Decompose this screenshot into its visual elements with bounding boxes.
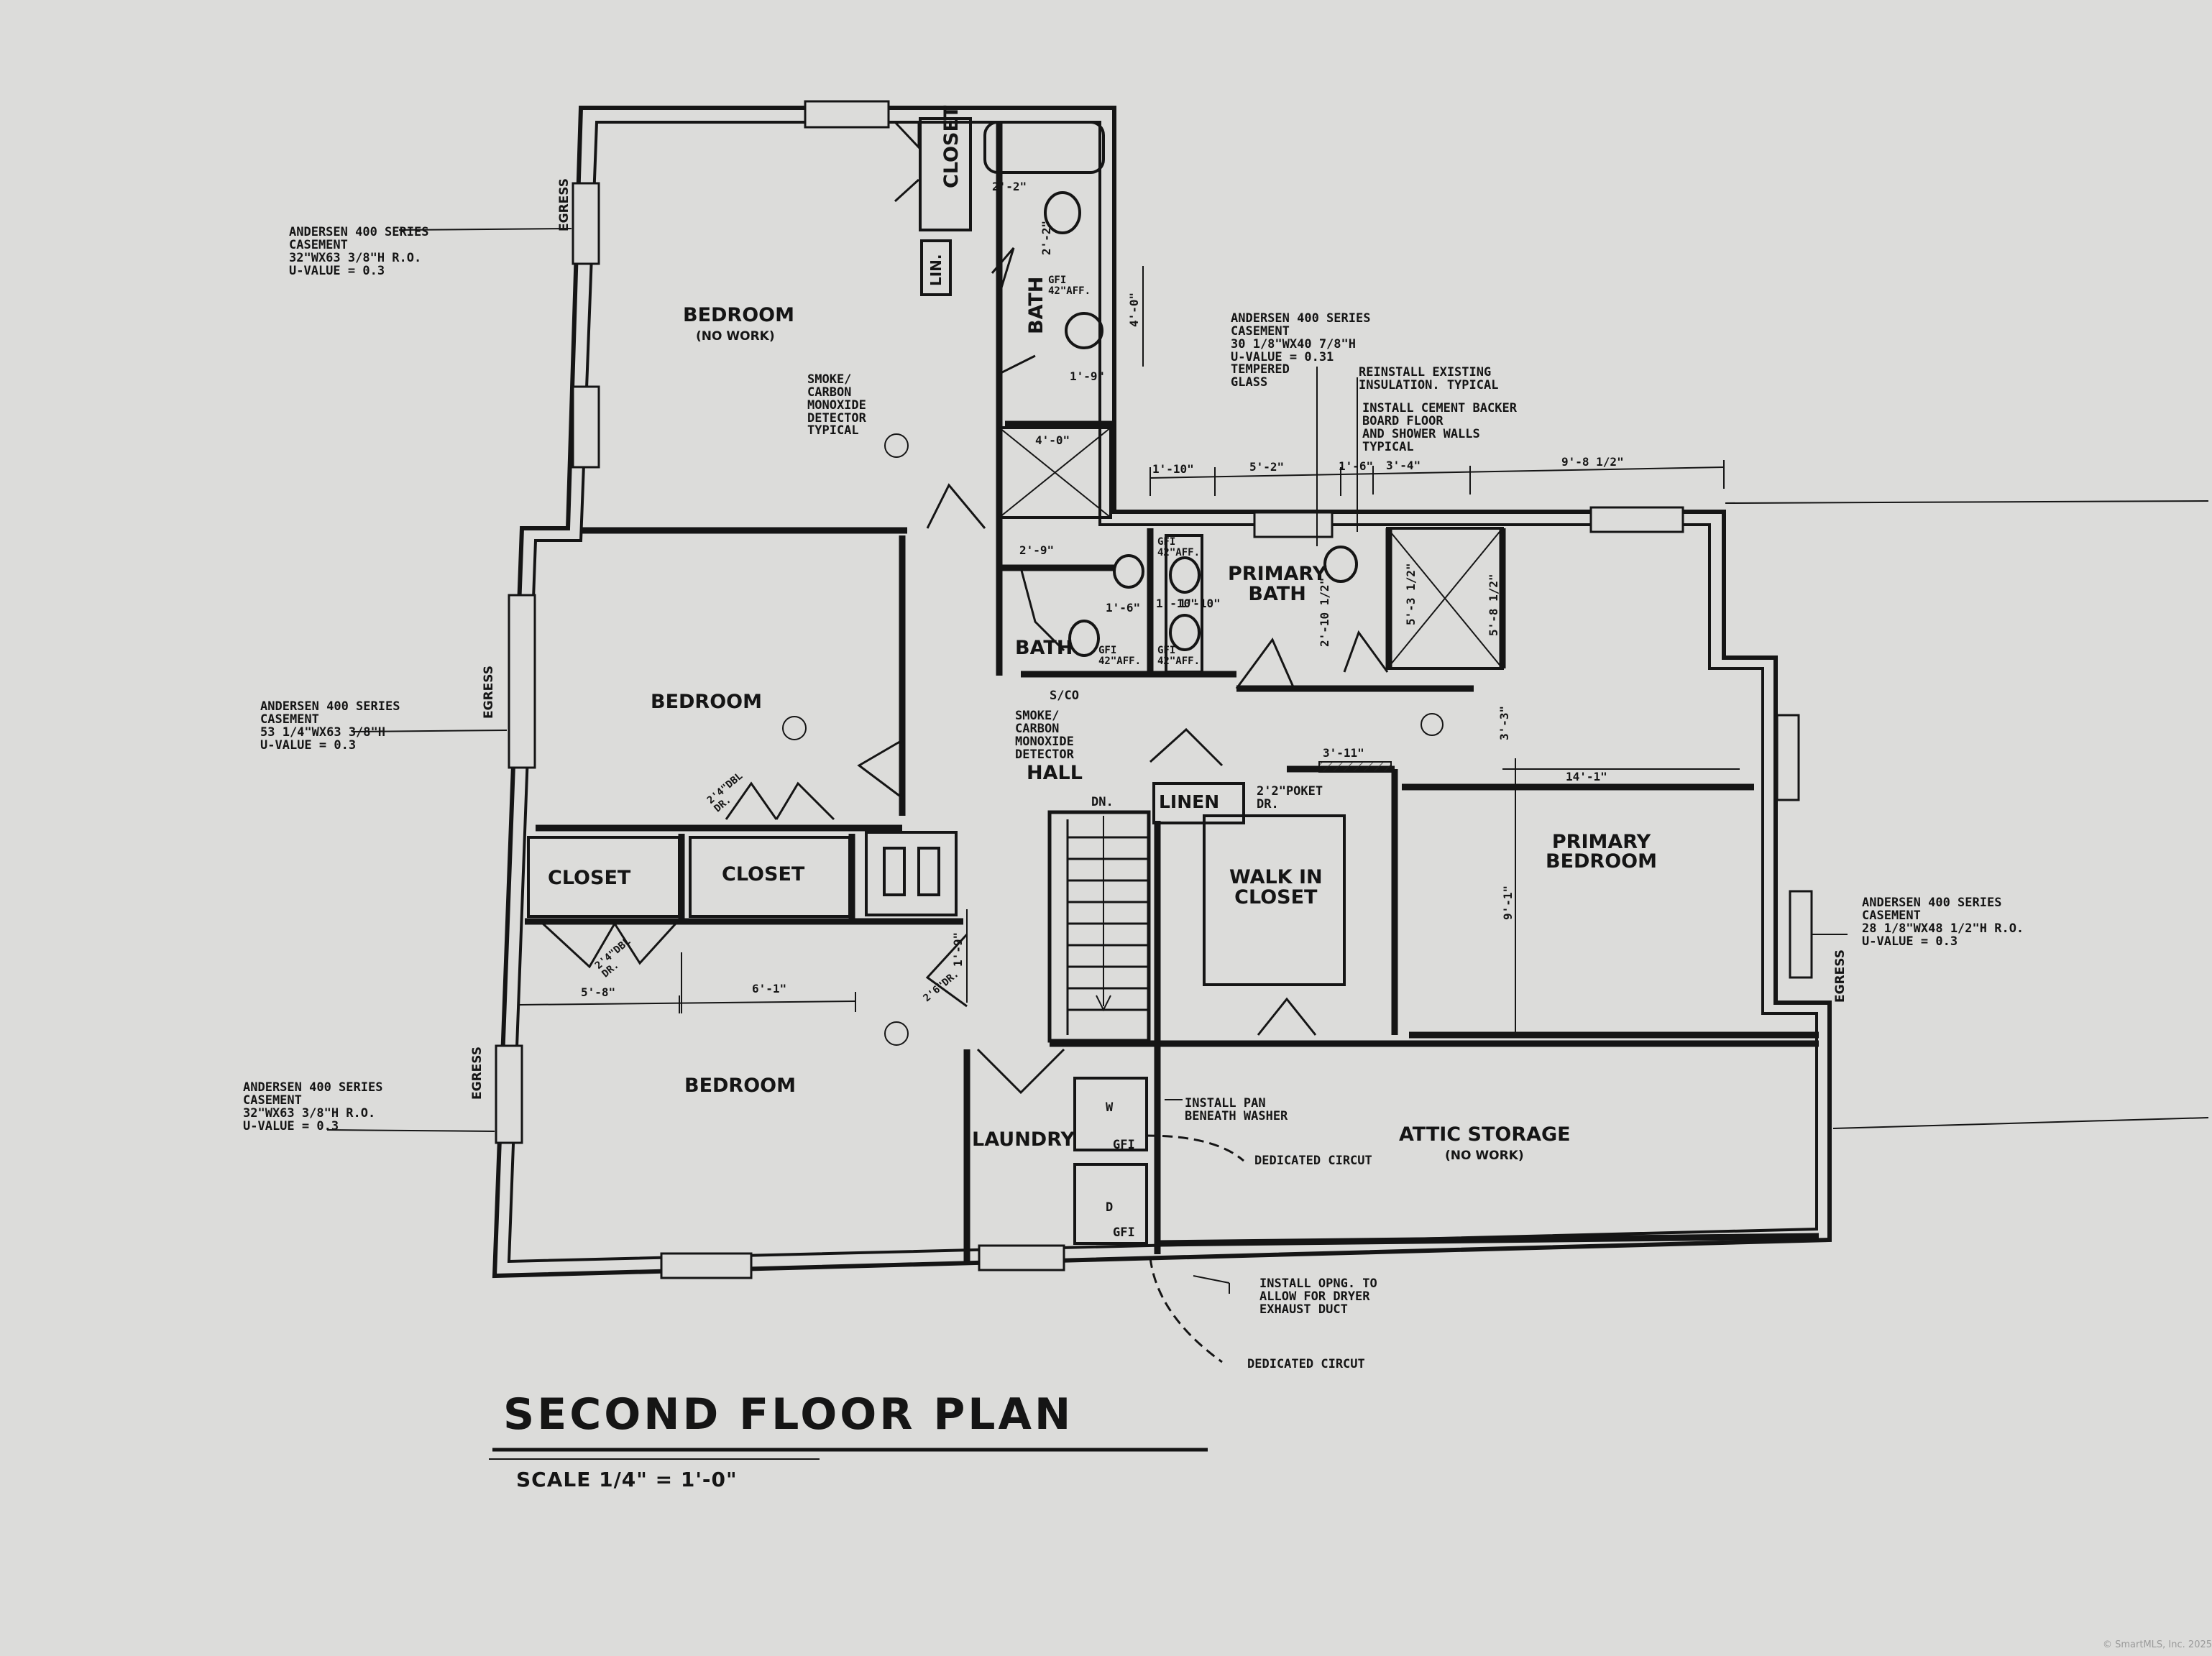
dimension-lines [518,266,1740,1035]
room-bedroom-bottom: BEDROOM [684,1075,796,1097]
dimension-top-4: 3'-4" [1386,459,1421,472]
dimension-top-5: 9'-8 1/2" [1561,455,1624,469]
window-note-bottom-left: ANDERSEN 400 SERIES CASEMENT 32"WX63 3/8… [243,1080,383,1133]
room-walk-in-closet: WALK IN CLOSET [1229,866,1323,908]
windows [495,100,1813,1279]
egress-label-top: EGRESS [557,178,572,231]
dimension-bedroom-offset: 3'-3" [1497,705,1511,740]
room-linen: LINEN [1159,791,1220,812]
dimension-bath-vertical: 2'-2" [1040,220,1053,255]
note-sco: S/CO [1050,689,1079,703]
room-bedroom-top: BEDROOM [683,304,794,326]
interior-walls [525,122,1819,1265]
dimension-primary-bath-depth: 2'-10 1/2" [1318,577,1331,647]
note-gfi-bath-mid: GFI 42"AFF. [1098,645,1142,667]
dimension-bath-vanity: 1'-9" [1070,369,1105,383]
exterior-wall [492,106,1832,1279]
dimension-bath-mid-vanity: 1'-6" [1106,601,1141,615]
stairs [1047,810,1151,1043]
dimension-pocket-width: 3'-11" [1323,746,1364,760]
room-primary-bath: PRIMARY BATH [1228,563,1327,606]
pocket-door [1318,761,1392,773]
dimension-bath-mid-width: 2'-9" [1019,543,1055,557]
dimension-bath-height: 4'-0" [1127,292,1141,327]
note-washer: W [1106,1100,1114,1115]
note-install-pan: INSTALL PAN BENEATH WASHER [1185,1096,1288,1123]
dimension-primary-vanity-1: 1'-10" [1156,597,1198,610]
room-attic-storage: ATTIC STORAGE [1399,1123,1571,1146]
dimension-bedroom-bottom-2: 6'-1" [752,982,787,995]
note-dedicated-circuit-2: DEDICATED CIRCUT [1247,1357,1365,1371]
note-smoke-top: SMOKE/ CARBON MONOXIDE DETECTOR TYPICAL [807,372,866,438]
note-dryer: D [1106,1200,1114,1215]
note-dedicated-circuit-1: DEDICATED CIRCUT [1254,1154,1372,1168]
room-bath-mid: BATH [1015,637,1073,659]
window-note-mid-left: ANDERSEN 400 SERIES CASEMENT 53 1/4"WX63… [260,699,400,753]
room-attic-storage-note: (NO WORK) [1445,1149,1524,1163]
plan-scale: SCALE 1/4" = 1'-0" [516,1468,738,1491]
door-swings [541,121,1389,1095]
dimension-primary-vanity-2: 1'-10" [1179,597,1221,610]
note-gfi-bath-top: GFI 42"AFF. [1048,275,1091,297]
dimension-tub-width: 2'-2" [992,180,1027,193]
note-reinstall-insulation: REINSTALL EXISTING INSULATION. TYPICAL [1359,365,1499,392]
window-note-primary-bath: ANDERSEN 400 SERIES CASEMENT 30 1/8"WX40… [1231,311,1371,390]
room-primary-bedroom: PRIMARY BEDROOM [1546,831,1657,873]
note-dryer-duct: INSTALL OPNG. TO ALLOW FOR DRYER EXHAUST… [1259,1276,1377,1317]
note-cement-backer: INSTALL CEMENT BACKER BOARD FLOOR AND SH… [1362,401,1517,454]
leader-lines [326,228,2209,1294]
room-lin: LIN. [927,254,945,286]
room-bedroom-top-note: (NO WORK) [696,329,775,344]
room-closet-center: CLOSET [722,863,805,886]
dimension-top-2: 5'-2" [1249,460,1285,474]
dimension-closet-depth: 5'-8 1/2" [1487,574,1500,636]
dimension-shower-depth: 5'-3 1/2" [1404,563,1418,625]
egress-label-right: EGRESS [1833,949,1848,1003]
room-closet-top: CLOSET [940,105,963,188]
dimension-top-3: 1'-6" [1339,459,1374,473]
copyright-watermark: © SmartMLS, Inc. 2025 [2103,1639,2212,1650]
circuit-runs [1146,1134,1244,1363]
note-gfi-washer: GFI [1113,1138,1135,1152]
room-bath-top: BATH [1025,276,1047,334]
window-note-right: ANDERSEN 400 SERIES CASEMENT 28 1/8"WX48… [1862,896,2024,949]
fixtures [527,117,1504,1245]
note-gfi-primary-bath-2: GFI 42"AFF. [1157,645,1201,667]
smoke-detectors [782,433,1444,1046]
dimension-bedroom-width: 14'-1" [1566,770,1607,783]
dimension-bedroom-depth: 9'-1" [1501,885,1515,920]
note-stair-down: DN. [1091,795,1114,809]
plan-title: SECOND FLOOR PLAN [503,1389,1074,1440]
egress-label-bottom: EGRESS [470,1046,485,1100]
egress-label-mid: EGRESS [482,666,496,719]
note-smoke-hall: SMOKE/ CARBON MONOXIDE DETECTOR [1015,709,1074,762]
note-pocket-door: 2'2"POKET DR. [1257,784,1323,811]
dimension-bedroom-bottom-1: 5'-8" [581,985,616,999]
dimension-hall-jog: 1'-9" [951,932,965,967]
room-laundry: LAUNDRY [972,1128,1075,1151]
room-closet-left: CLOSET [548,867,631,889]
window-note-top-left: ANDERSEN 400 SERIES CASEMENT 32"WX63 3/8… [289,225,429,278]
note-gfi-primary-bath-1: GFI 42"AFF. [1157,536,1201,558]
dimension-top-1: 1'-10" [1152,462,1194,476]
room-hall: HALL [1027,762,1083,784]
room-bedroom-mid: BEDROOM [651,691,762,713]
note-gfi-dryer: GFI [1113,1225,1135,1240]
dimension-shower-width: 4'-0" [1035,433,1070,447]
